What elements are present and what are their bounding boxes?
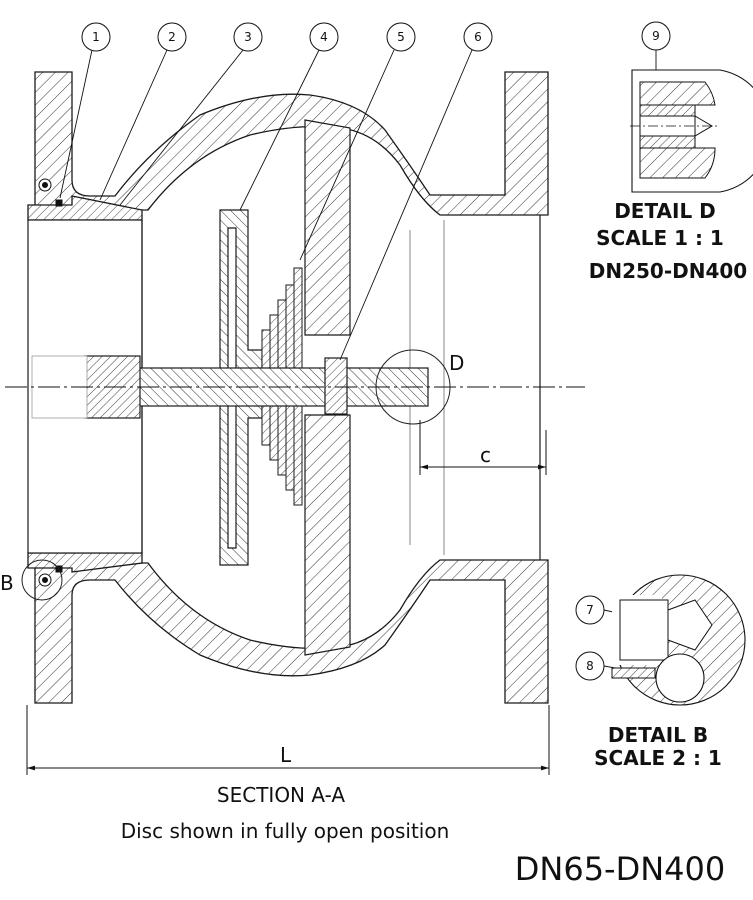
left-flange-bottom <box>34 559 549 704</box>
detail-d-marker-label: D <box>449 351 464 375</box>
detail-d-view <box>630 69 753 193</box>
svg-text:5: 5 <box>397 30 405 44</box>
detail-b-marker-label: B <box>0 571 14 595</box>
svg-text:8: 8 <box>586 659 594 673</box>
dimension-c-label: c <box>480 443 491 467</box>
dimension-L <box>26 705 550 775</box>
detail-d-range: DN250-DN400 <box>589 259 747 283</box>
balloon-8: 8 <box>575 651 605 681</box>
balloon-2: 2 <box>157 22 187 52</box>
detail-d-scale: SCALE 1 : 1 <box>596 226 724 250</box>
dimension-c <box>419 420 547 475</box>
dimension-L-label: L <box>280 743 292 767</box>
valve-body <box>27 71 549 704</box>
detail-d-title: DETAIL D <box>614 199 716 223</box>
svg-text:3: 3 <box>244 30 252 44</box>
balloon-4: 4 <box>309 22 339 52</box>
balloon-7: 7 <box>575 595 605 625</box>
detail-d-marker-circle <box>375 349 451 425</box>
svg-text:9: 9 <box>652 29 660 43</box>
balloon-1: 1 <box>81 22 111 52</box>
detail-b-scale: SCALE 2 : 1 <box>594 746 722 770</box>
balloon-leaders <box>59 49 661 677</box>
balloon-3: 3 <box>233 22 263 52</box>
svg-text:6: 6 <box>474 30 482 44</box>
balloon-6: 6 <box>463 22 493 52</box>
svg-text:1: 1 <box>92 30 100 44</box>
size-range-title: DN65-DN400 <box>515 850 726 888</box>
detail-b-title: DETAIL B <box>608 723 708 747</box>
detail-b-view <box>611 574 746 706</box>
left-flange-top <box>34 71 549 216</box>
svg-text:2: 2 <box>168 30 176 44</box>
svg-text:4: 4 <box>320 30 328 44</box>
balloon-9: 9 <box>641 21 671 51</box>
svg-text:7: 7 <box>586 603 594 617</box>
detail-b-marker-circle <box>21 559 63 601</box>
balloon-5: 5 <box>386 22 416 52</box>
section-title: SECTION A-A <box>217 783 345 807</box>
section-note: Disc shown in fully open position <box>121 819 450 843</box>
